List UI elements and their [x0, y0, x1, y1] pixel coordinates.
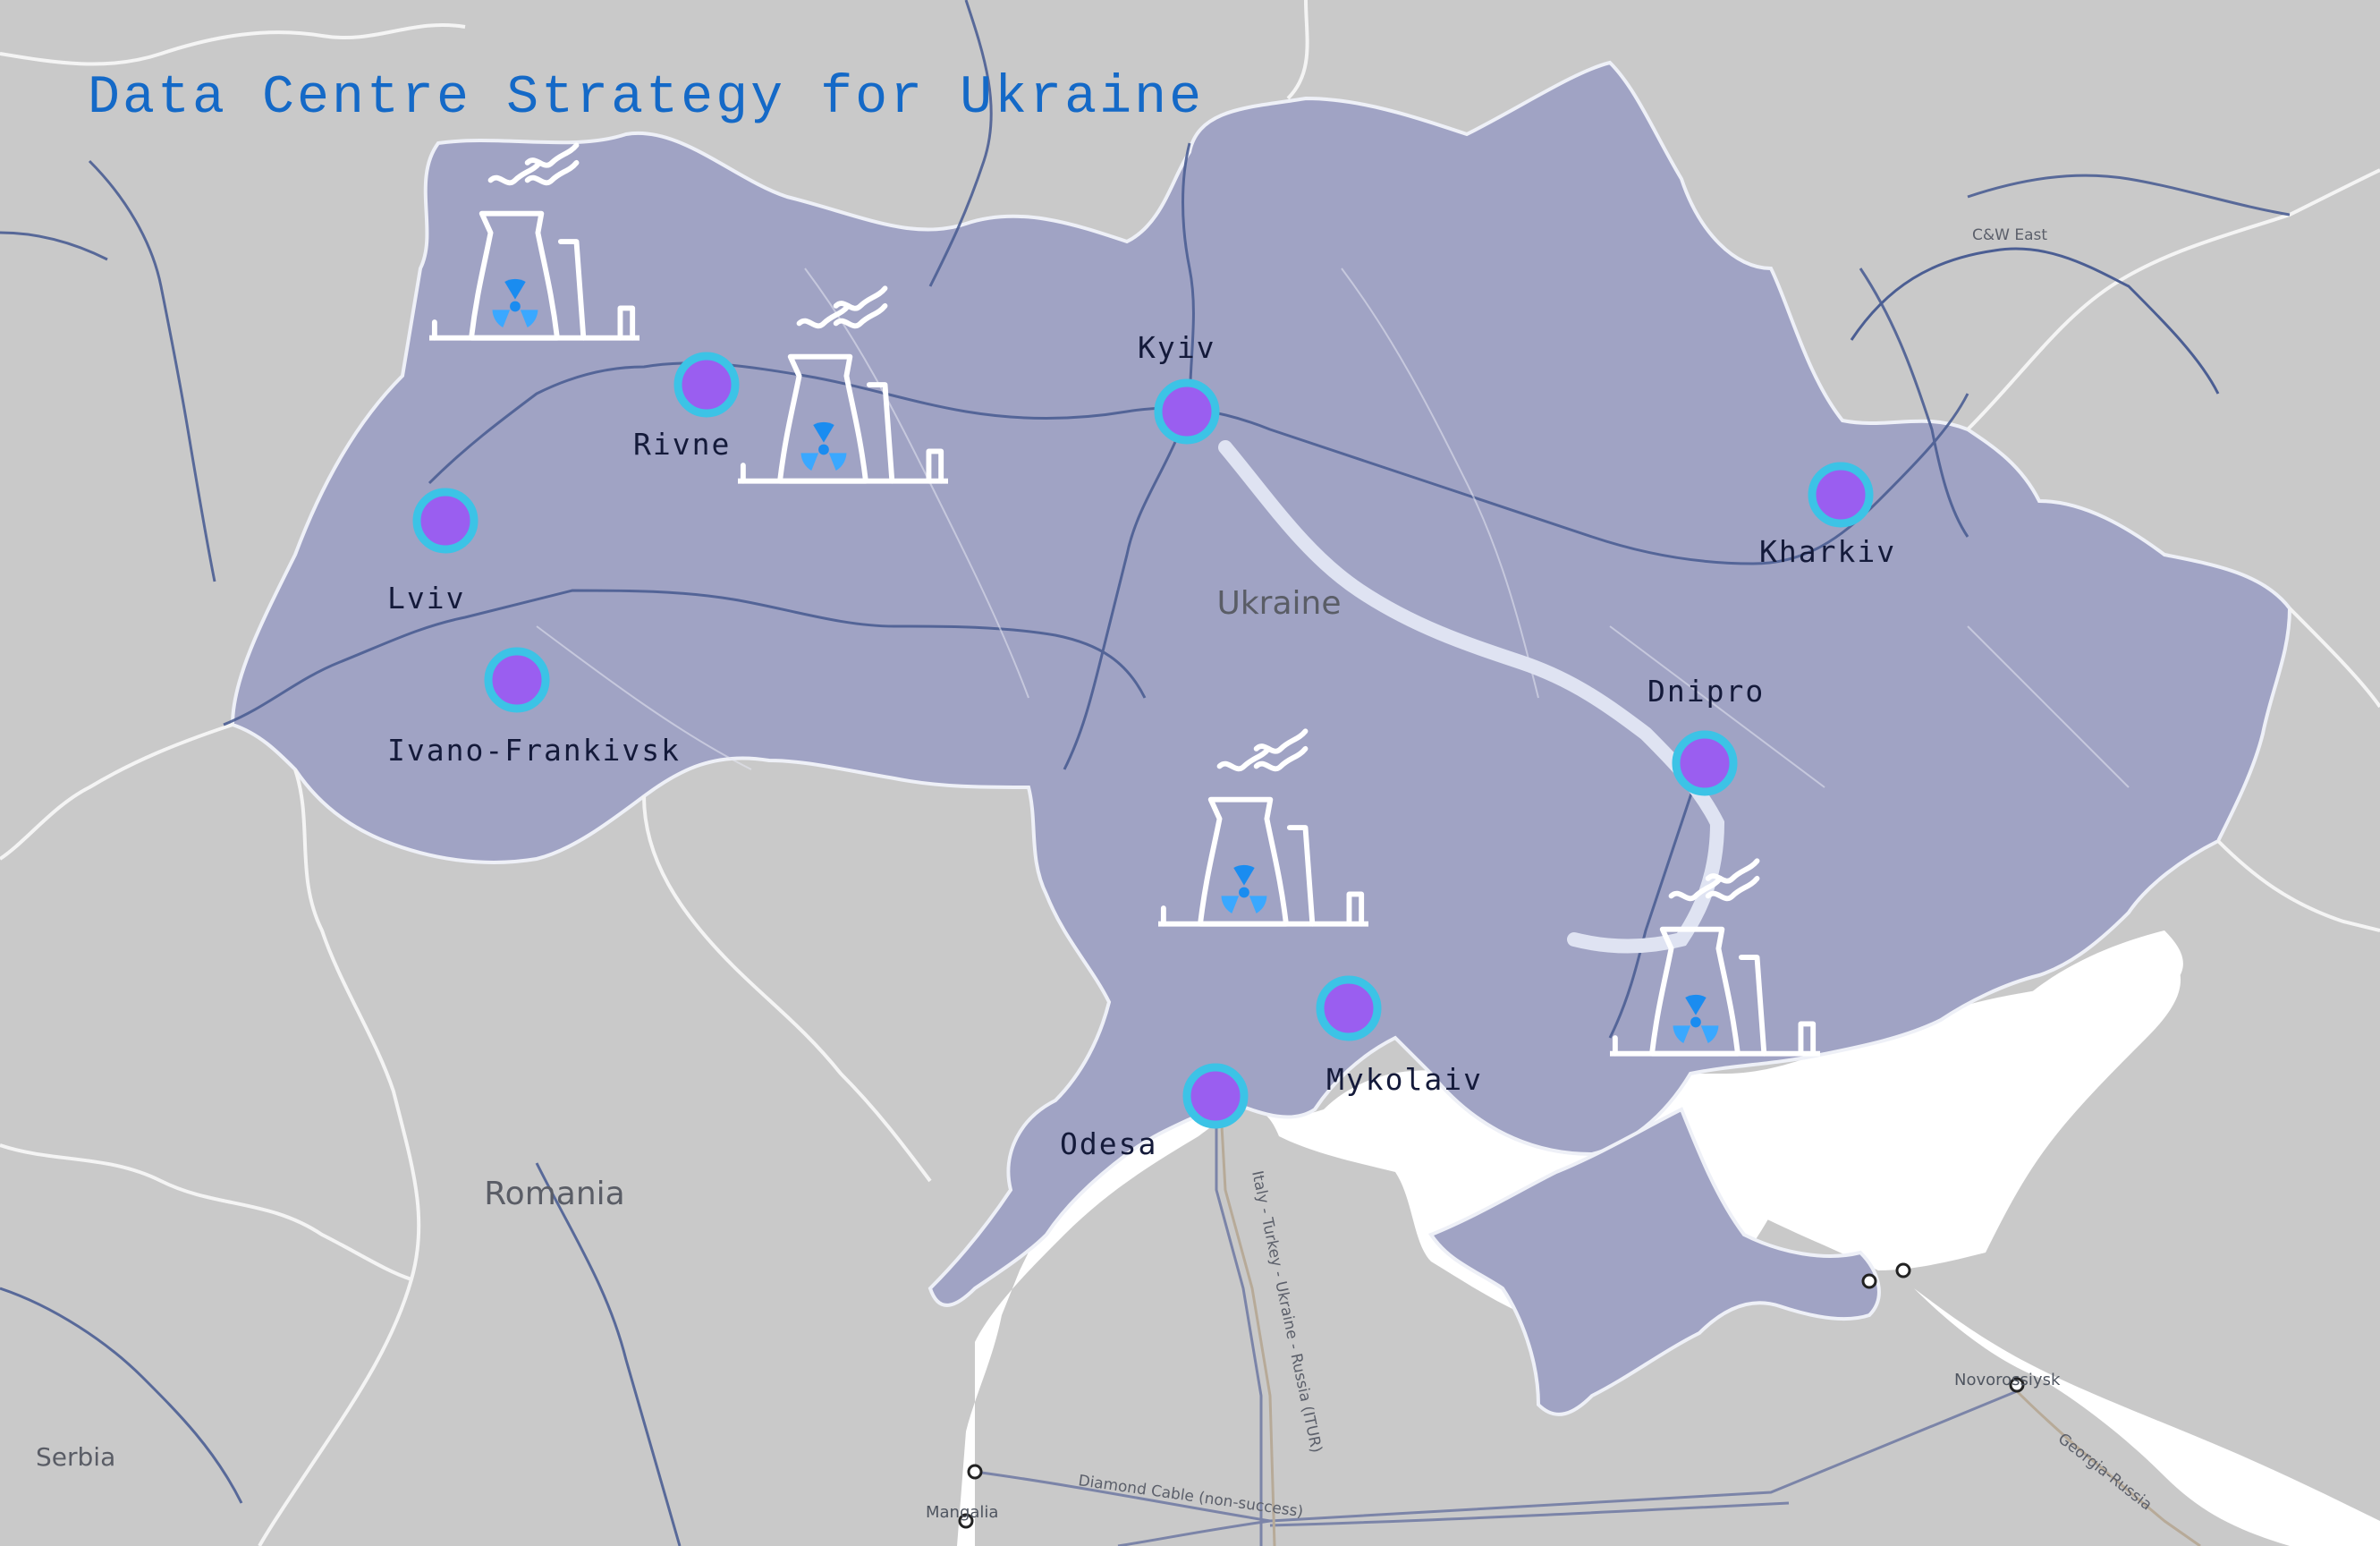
ukraine-territory	[230, 60, 2292, 1307]
crimea	[1427, 1107, 1881, 1416]
map-title: Data Centre Strategy for Ukraine	[88, 68, 1205, 129]
country-label-serbia: Serbia	[36, 1442, 115, 1472]
city-marker-rivne[interactable]: Rivne	[633, 352, 740, 462]
city-marker-lviv[interactable]: Lviv	[387, 488, 479, 616]
sea-of-azov	[1724, 957, 2181, 1270]
city-marker-ivano-frankivsk[interactable]: Ivano-Frankivsk	[387, 647, 681, 768]
city-label-odesa: Odesa	[1060, 1126, 1157, 1161]
city-label-dnipro: Dnipro	[1647, 674, 1765, 709]
country-label-romania: Romania	[484, 1176, 624, 1212]
city-marker-kyiv[interactable]: Kyiv	[1138, 330, 1220, 445]
place-label-mangalia: Mangalia	[926, 1503, 998, 1522]
dnipro-reservoir	[1218, 440, 1725, 954]
black-sea-east	[1914, 1288, 2380, 1546]
cable-landing-points	[958, 1262, 2025, 1529]
place-label-novorossiysk: Novorossiysk	[1954, 1371, 2061, 1389]
city-label-lviv: Lviv	[387, 581, 465, 616]
city-marker-odesa[interactable]: Odesa	[1060, 1063, 1249, 1161]
georgia-russia-cable	[2015, 1389, 2201, 1546]
country-label-ukraine: Ukraine	[1216, 585, 1341, 622]
city-label-kharkiv: Kharkiv	[1759, 534, 1896, 569]
city-label-rivne: Rivne	[633, 427, 731, 462]
cable-label-cw-east: C&W East	[1972, 226, 2047, 244]
itur-cable	[1219, 1109, 1276, 1546]
submarine-cables	[974, 1109, 2018, 1546]
cw-east-cable	[1850, 247, 2220, 395]
city-label-mykolaiv: Mykolaiv	[1326, 1062, 1483, 1097]
city-marker-mykolaiv[interactable]: Mykolaiv	[1316, 975, 1483, 1097]
city-label-ivano-frankivsk: Ivano-Frankivsk	[387, 733, 681, 768]
city-marker-kharkiv[interactable]: Kharkiv	[1759, 462, 1896, 569]
city-marker-dnipro[interactable]: Dnipro	[1647, 674, 1765, 796]
city-label-kyiv: Kyiv	[1138, 330, 1215, 365]
